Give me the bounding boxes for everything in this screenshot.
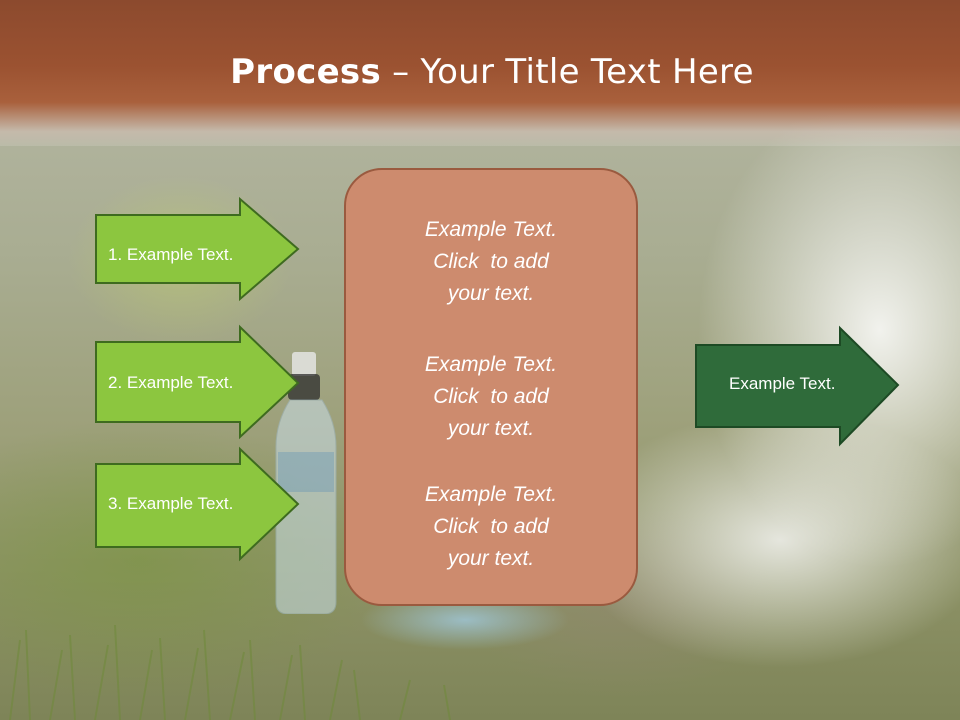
center-block-1-line-1: Example Text. — [424, 218, 558, 241]
center-block-2-line-2: Click to add — [433, 385, 549, 408]
center-text-block-2: Example Text. Click to add your text. — [346, 349, 636, 445]
center-block-3-line-2: Click to add — [433, 515, 549, 538]
title-bold: Process — [230, 52, 382, 92]
left-arrow-2[interactable]: 2. Example Text. — [95, 324, 300, 440]
center-text-box[interactable]: Example Text. Click to add your text. Ex… — [344, 168, 638, 606]
right-arrow[interactable]: Example Text. — [695, 325, 900, 447]
center-block-3-line-3: your text. — [447, 547, 535, 570]
left-arrow-2-label: 2. Example Text. — [108, 373, 234, 392]
arrow-shape — [95, 446, 300, 562]
title-band — [0, 0, 960, 146]
center-block-2-line-3: your text. — [447, 417, 535, 440]
page-title: Process – Your Title Text Here — [0, 52, 960, 92]
left-arrow-1[interactable]: 1. Example Text. — [95, 196, 300, 302]
arrow-shape — [95, 324, 300, 440]
grass-decoration — [9, 624, 451, 720]
left-arrow-3[interactable]: 3. Example Text. — [95, 446, 300, 562]
title-rest: – Your Title Text Here — [381, 52, 754, 92]
left-arrow-3-label: 3. Example Text. — [108, 494, 234, 513]
arrow-shape — [95, 196, 300, 302]
arrow-shape — [695, 325, 900, 447]
center-text-block-3: Example Text. Click to add your text. — [346, 479, 636, 575]
left-arrow-1-label: 1. Example Text. — [108, 245, 234, 264]
center-block-2-line-1: Example Text. — [424, 353, 558, 376]
water-bottle-image — [275, 352, 337, 614]
center-block-1-line-2: Click to add — [433, 250, 549, 273]
center-block-1-line-3: your text. — [447, 282, 535, 305]
center-block-3-line-1: Example Text. — [424, 483, 558, 506]
center-text-block-1: Example Text. Click to add your text. — [346, 214, 636, 310]
right-arrow-label: Example Text. — [729, 374, 836, 393]
